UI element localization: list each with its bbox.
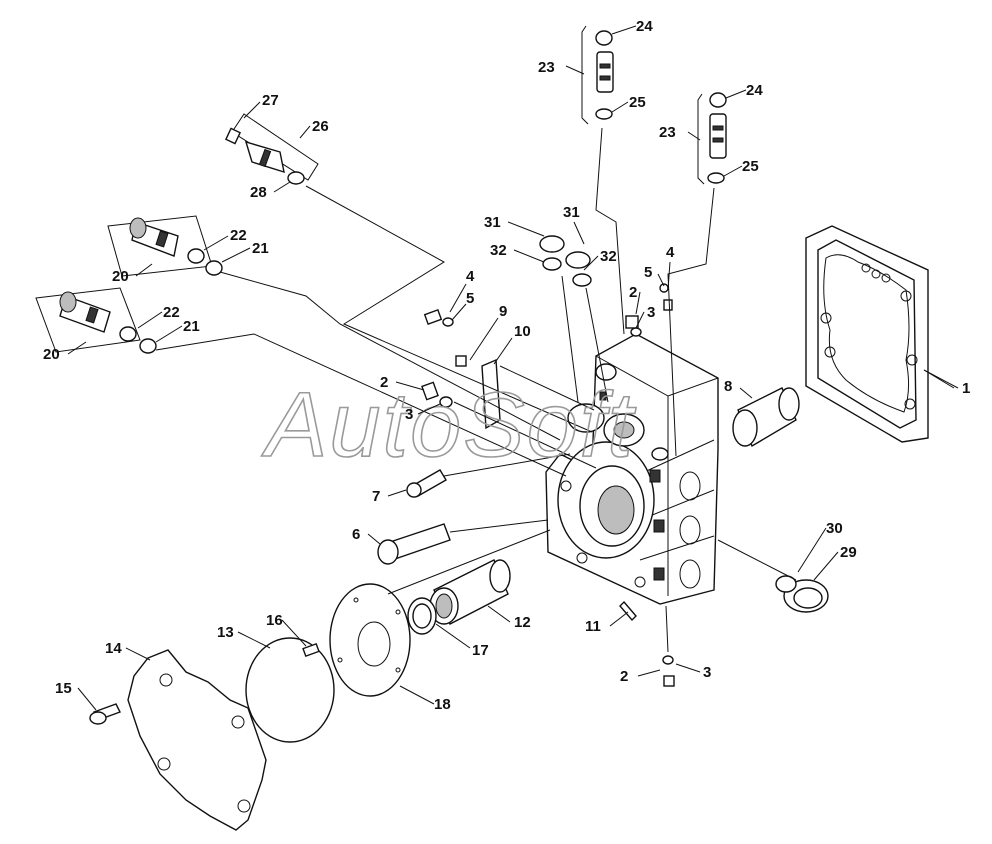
callout-2: 2	[380, 374, 388, 391]
ring-part-17	[407, 597, 437, 635]
callout-14: 14	[105, 640, 122, 657]
callout-1: 1	[962, 380, 970, 397]
callout-labels: 1 2 2 2 3 3 3 4 4 5 5 6 7 8 9 10 11 12 1…	[43, 18, 970, 713]
shaft-part-12	[429, 559, 511, 625]
callout-32: 32	[600, 248, 617, 265]
cartridge-part-26	[225, 113, 319, 185]
plug-part-31	[539, 235, 592, 287]
bushing-part-8	[732, 387, 800, 448]
callout-4: 4	[666, 244, 675, 261]
screw-part-16	[302, 642, 320, 658]
callout-5: 5	[644, 264, 652, 281]
callout-20: 20	[43, 346, 60, 363]
relief-valve-part-23-upper	[581, 25, 614, 125]
cover-part-18	[329, 583, 411, 697]
callout-8: 8	[724, 378, 732, 395]
bolt-part-6	[377, 523, 451, 565]
relief-valve-part-23-lower	[697, 92, 727, 185]
callout-20: 20	[112, 268, 129, 285]
watermark-text: AutoSoft	[261, 374, 636, 476]
callout-4: 4	[466, 268, 475, 285]
leader-lines	[155, 127, 955, 653]
callout-26: 26	[312, 118, 329, 135]
callout-15: 15	[55, 680, 72, 697]
callout-11: 11	[585, 618, 601, 635]
callout-21: 21	[252, 240, 269, 257]
callout-24: 24	[746, 82, 763, 99]
check-valve-part-20-lower	[35, 287, 157, 354]
seal-part-13	[245, 637, 335, 743]
callout-25: 25	[742, 158, 759, 175]
callout-3: 3	[405, 406, 413, 423]
callout-23: 23	[659, 124, 676, 141]
callout-3: 3	[703, 664, 711, 681]
callout-21: 21	[183, 318, 200, 335]
callout-27: 27	[262, 92, 279, 109]
callout-32: 32	[490, 242, 507, 259]
callout-13: 13	[217, 624, 234, 641]
fastener-group	[421, 283, 675, 687]
callout-30: 30	[826, 520, 843, 537]
callout-5: 5	[466, 290, 474, 307]
callout-2: 2	[620, 668, 628, 685]
bolt-part-15	[89, 703, 121, 725]
callout-leaders	[67, 25, 959, 711]
callout-17: 17	[472, 642, 489, 659]
callout-31: 31	[563, 204, 580, 221]
callout-23: 23	[538, 59, 555, 76]
callout-2: 2	[629, 284, 637, 301]
check-valve-part-20-upper	[107, 215, 223, 277]
callout-16: 16	[266, 612, 283, 629]
callout-6: 6	[352, 526, 360, 543]
plate-part-14	[127, 649, 267, 831]
callout-22: 22	[230, 227, 247, 244]
callout-28: 28	[250, 184, 267, 201]
callout-25: 25	[629, 94, 646, 111]
plug-part-29	[775, 575, 829, 613]
callout-3: 3	[647, 304, 655, 321]
callout-9: 9	[499, 303, 507, 320]
callout-29: 29	[840, 544, 857, 561]
pump-housing-body	[545, 333, 719, 605]
callout-31: 31	[484, 214, 501, 231]
callout-12: 12	[514, 614, 531, 631]
callout-22: 22	[163, 304, 180, 321]
callout-10: 10	[514, 323, 531, 340]
bolt-part-7	[406, 469, 447, 498]
callout-24: 24	[636, 18, 653, 35]
callout-7: 7	[372, 488, 380, 505]
callout-18: 18	[434, 696, 451, 713]
gasket-part-1	[805, 225, 929, 443]
